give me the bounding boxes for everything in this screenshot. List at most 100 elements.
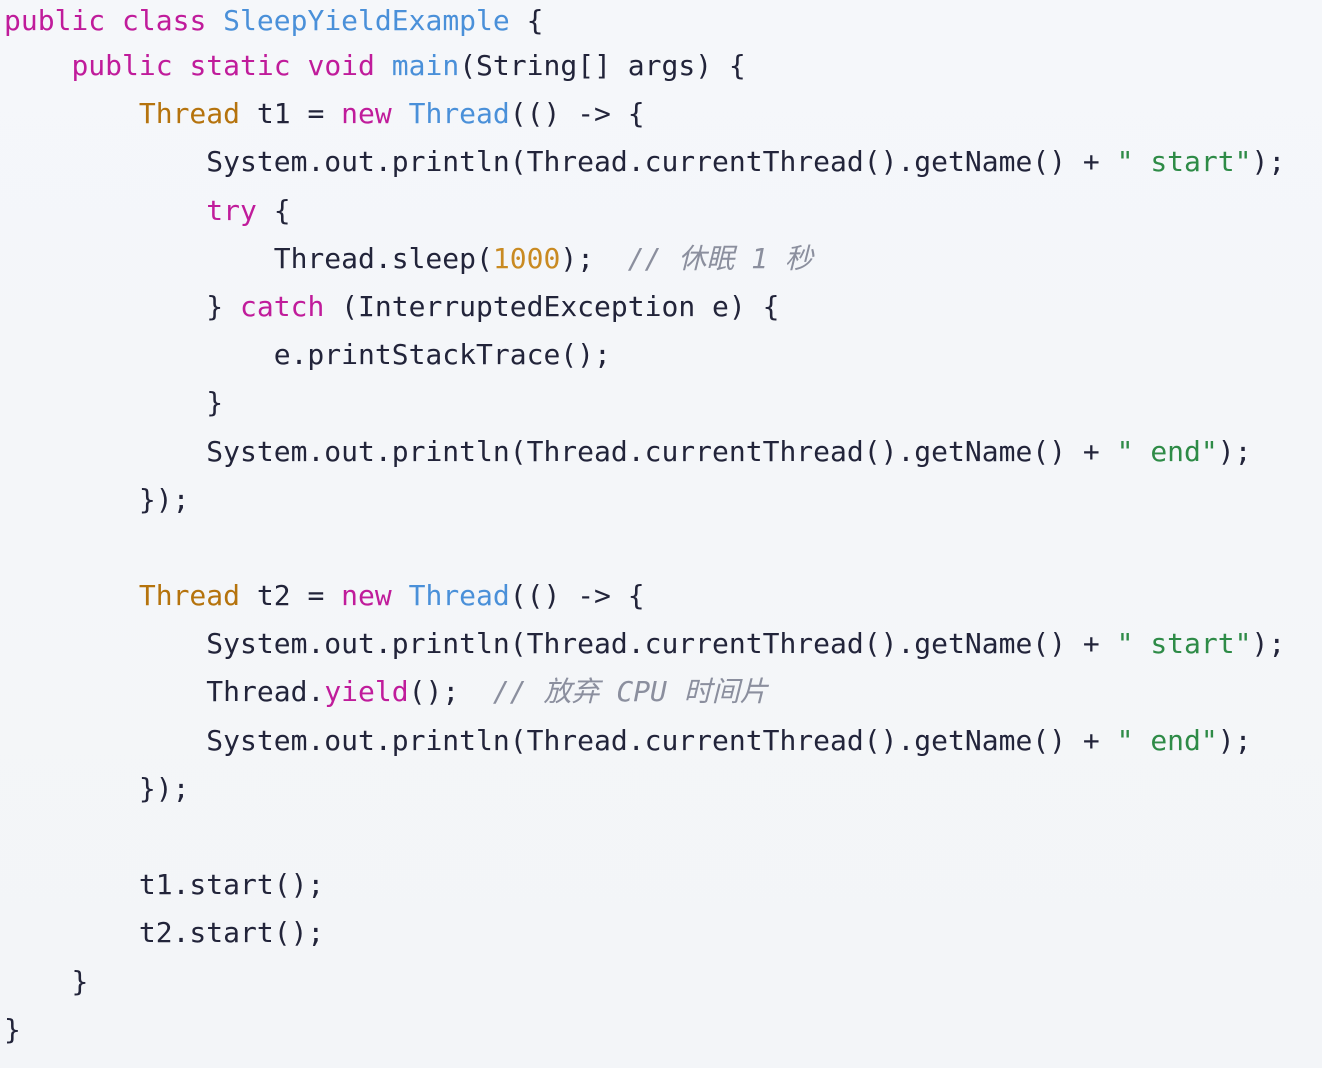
code-line: }); [0, 476, 1322, 524]
code-line: } [0, 958, 1322, 1006]
code-indent [4, 579, 139, 612]
code-token-plain: ); [1217, 723, 1252, 757]
code-token-plain: (() -> { [509, 579, 645, 613]
code-indent [4, 194, 206, 227]
code-token-type: Thread [408, 579, 510, 613]
code-indent [4, 242, 274, 275]
code-token-plain: t1.start(); [138, 868, 325, 902]
code-indent [4, 49, 71, 82]
code-token-plain: ); [560, 241, 628, 275]
code-token-plain [392, 579, 409, 612]
code-token-type: Thread [408, 97, 510, 131]
code-token-str: " end" [1116, 434, 1218, 468]
code-line [0, 813, 1322, 861]
code-token-plain: { [256, 193, 291, 227]
code-token-plain: ); [1251, 627, 1286, 661]
code-indent [4, 868, 139, 901]
code-token-plain: ); [1251, 145, 1286, 179]
code-indent [4, 916, 139, 949]
code-token-plain: e.printStackTrace(); [273, 338, 611, 372]
code-line: public class SleepYieldExample { [0, 0, 1322, 42]
code-token-plain: (InterruptedException e) { [324, 289, 780, 323]
code-token-plain: System.out.println(Thread.currentThread(… [206, 434, 1117, 468]
code-token-kw: catch [240, 289, 325, 323]
code-line: System.out.println(Thread.currentThread(… [0, 138, 1322, 186]
code-token-str: " start" [1116, 145, 1252, 179]
code-line: System.out.println(Thread.currentThread(… [0, 717, 1322, 765]
code-line: t2.start(); [0, 909, 1322, 957]
code-token-plain: }); [138, 771, 190, 805]
code-token-kw: class [122, 4, 207, 37]
code-indent [4, 675, 206, 708]
code-token-plain: (); [408, 675, 493, 709]
code-token-kw: try [206, 193, 257, 227]
code-line: Thread t1 = new Thread(() -> { [0, 90, 1322, 138]
code-token-plain: t2.start(); [138, 916, 325, 950]
code-indent [4, 724, 206, 757]
code-token-plain: Thread.sleep( [273, 241, 493, 275]
code-token-plain: System.out.println(Thread.currentThread(… [206, 145, 1117, 179]
code-indent [4, 338, 274, 371]
code-token-plain: t1 = [240, 97, 342, 131]
code-token-kw: public [4, 4, 106, 37]
code-token-plain: Thread. [206, 675, 325, 709]
code-token-plain: (String[] args) { [459, 49, 746, 82]
code-token-plain: } [71, 964, 89, 998]
code-line: t1.start(); [0, 861, 1322, 909]
code-token-plain [375, 49, 392, 82]
code-token-plain: System.out.println(Thread.currentThread(… [206, 723, 1117, 757]
code-token-vartype: Thread [138, 579, 241, 613]
code-indent [4, 965, 71, 998]
code-line: try { [0, 187, 1322, 235]
code-indent [4, 435, 206, 468]
code-token-cmt: // 休眠 1 秒 [627, 241, 813, 275]
code-token-vartype: Thread [138, 97, 241, 131]
code-token-type: SleepYieldExample [223, 4, 510, 37]
code-token-plain: } [4, 1012, 21, 1046]
code-token-plain: (() -> { [509, 97, 645, 131]
code-indent [4, 145, 206, 178]
code-token-kw: public [71, 49, 173, 82]
code-line [0, 524, 1322, 572]
code-token-blank [4, 820, 21, 853]
code-line: e.printStackTrace(); [0, 331, 1322, 379]
code-token-cmt: // 放弃 CPU 时间片 [492, 675, 768, 709]
code-line: System.out.println(Thread.currentThread(… [0, 428, 1322, 476]
code-indent [4, 627, 206, 660]
code-token-kw: void [307, 49, 375, 82]
code-token-num: 1000 [492, 241, 561, 275]
code-token-plain: ); [1217, 434, 1252, 468]
code-token-type: main [391, 49, 460, 82]
code-token-plain: }); [138, 482, 190, 516]
code-indent [4, 386, 206, 419]
code-token-plain [392, 97, 409, 130]
code-token-plain: { [509, 4, 544, 37]
code-token-blank [4, 531, 21, 564]
code-indent [4, 97, 139, 130]
code-token-kw: yield [324, 675, 409, 709]
code-indent [4, 772, 139, 805]
code-line: } [0, 379, 1322, 427]
code-line: System.out.println(Thread.currentThread(… [0, 620, 1322, 668]
code-token-plain [291, 49, 308, 82]
code-token-plain: t2 = [240, 579, 342, 613]
code-line: }); [0, 765, 1322, 813]
code-indent [4, 290, 206, 323]
code-line: Thread t2 = new Thread(() -> { [0, 572, 1322, 620]
code-line: public static void main(String[] args) { [0, 42, 1322, 90]
code-token-plain [206, 4, 223, 37]
code-token-kw: new [341, 97, 392, 131]
code-token-plain: } [206, 289, 241, 323]
code-token-plain [173, 49, 190, 82]
code-line: Thread.sleep(1000); // 休眠 1 秒 [0, 235, 1322, 283]
code-token-kw: static [189, 49, 291, 82]
code-token-str: " end" [1116, 723, 1218, 757]
code-line: } catch (InterruptedException e) { [0, 283, 1322, 331]
code-token-kw: new [341, 579, 392, 613]
code-token-str: " start" [1116, 627, 1252, 661]
code-line: } [0, 1006, 1322, 1054]
code-token-plain: } [206, 386, 224, 420]
code-token-plain: System.out.println(Thread.currentThread(… [206, 627, 1117, 661]
